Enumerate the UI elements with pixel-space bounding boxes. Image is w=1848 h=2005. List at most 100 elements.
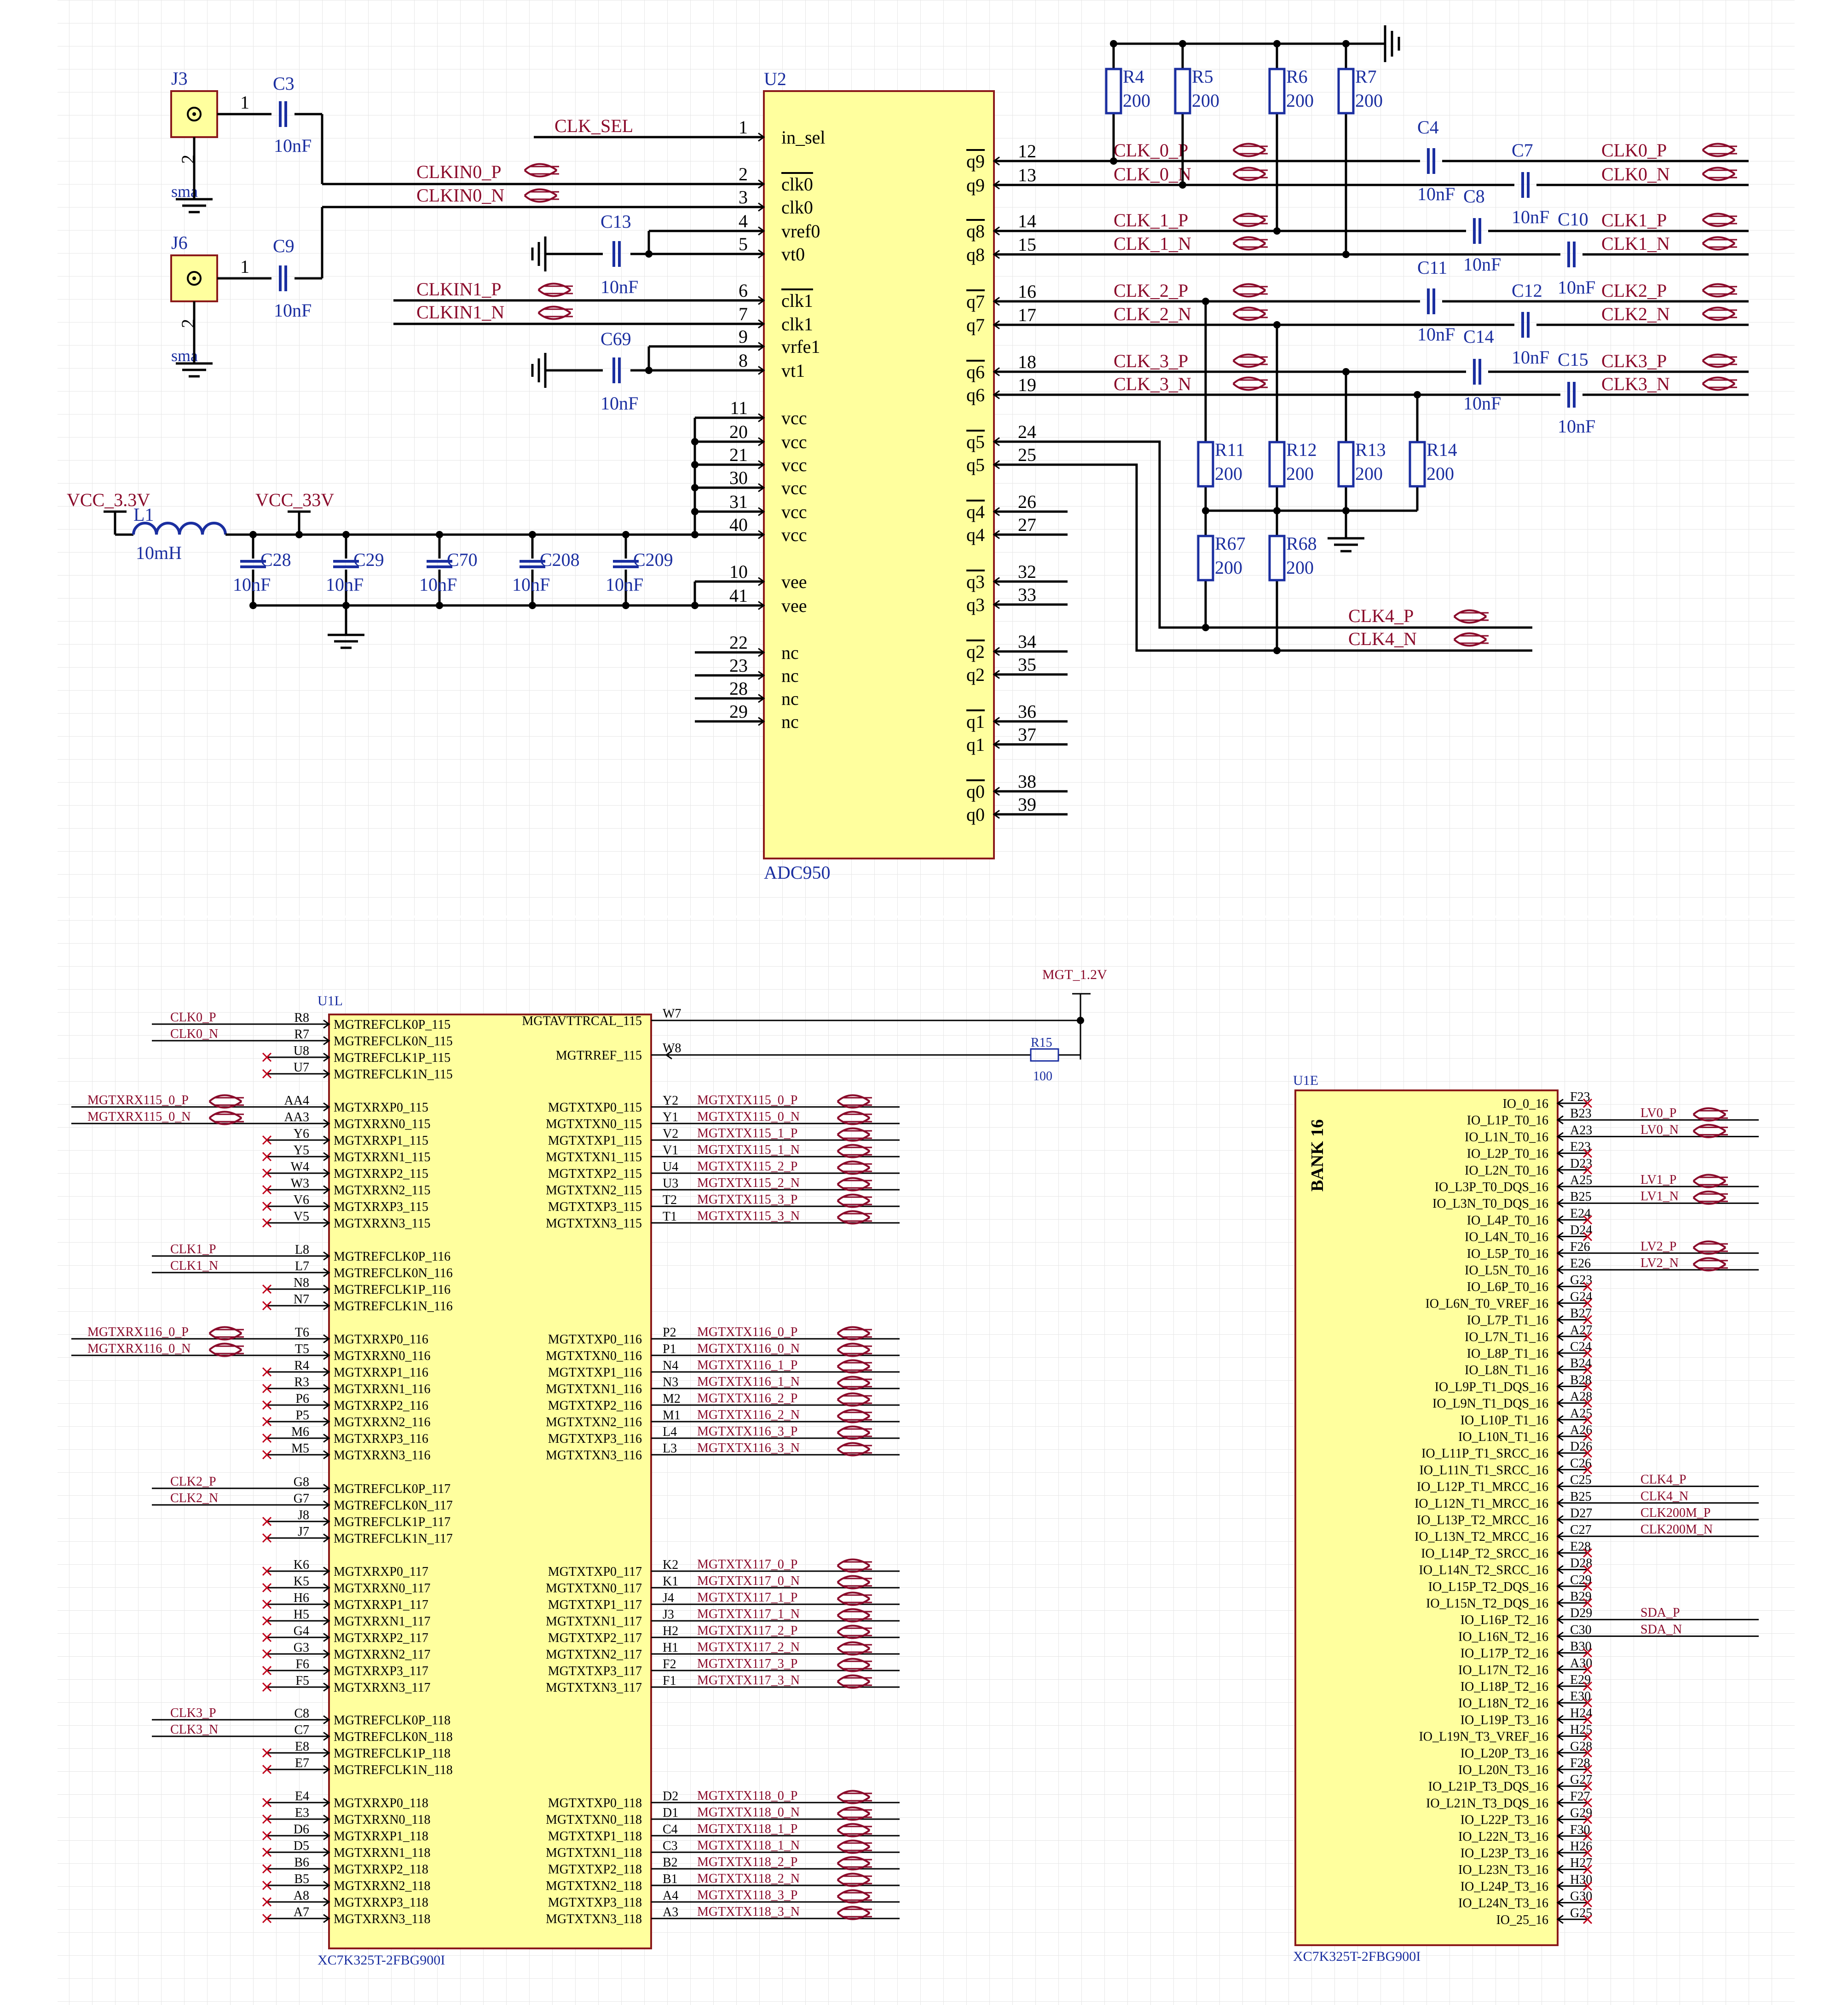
pin-name: q8 <box>966 244 985 265</box>
resistor-r14[interactable] <box>1409 441 1426 488</box>
no-connect-icon <box>262 1218 272 1228</box>
pin-arrow-icon <box>1556 1465 1564 1475</box>
pin-name: q4 <box>966 524 985 545</box>
capacitor-c28[interactable] <box>240 560 266 568</box>
net-label: CLK_1_P <box>1114 210 1188 230</box>
pin-number: M6 <box>291 1425 309 1439</box>
u2-body[interactable] <box>763 90 995 859</box>
u1l-body[interactable] <box>328 1014 652 1949</box>
pin-name: MGTXRXP1_117 <box>334 1598 428 1612</box>
inductor-l1[interactable] <box>132 522 227 535</box>
pin-number: 1 <box>240 256 249 277</box>
capacitor-c8[interactable] <box>1473 218 1481 244</box>
pin-arrow-icon <box>1556 1348 1564 1358</box>
power-vcc-33v: VCC_33V <box>255 490 334 510</box>
capacitor-c11[interactable] <box>1427 288 1435 314</box>
capacitor-c7[interactable] <box>1521 172 1530 198</box>
pin-name: MGTXTXN0_116 <box>546 1349 642 1363</box>
capacitor-c14[interactable] <box>1473 359 1481 385</box>
resistor-r67[interactable] <box>1197 535 1214 582</box>
u1e-body[interactable] <box>1294 1089 1559 1946</box>
pin-name: MGTXTXN3_116 <box>546 1448 642 1463</box>
pin-name: IO_L10P_T1_16 <box>1461 1413 1548 1428</box>
pin-name: vrfe1 <box>781 336 820 357</box>
no-connect-icon <box>1582 1731 1593 1741</box>
resistor-r11[interactable] <box>1197 441 1214 488</box>
pin-name: MGTAVTTRCAL_115 <box>522 1014 642 1028</box>
capacitor-ref: C10 <box>1558 209 1588 230</box>
capacitor-c9[interactable] <box>279 265 287 291</box>
pin-name: IO_L19N_T3_VREF_16 <box>1419 1730 1548 1744</box>
pin-name: IO_L21P_T3_DQS_16 <box>1428 1780 1548 1794</box>
capacitor-c70[interactable] <box>427 560 452 568</box>
net-label: LV1_P <box>1640 1173 1676 1187</box>
pin-number: T5 <box>295 1342 309 1356</box>
capacitor-c12[interactable] <box>1521 312 1530 338</box>
pin-arrow-icon <box>323 1367 330 1377</box>
resistor-r7[interactable] <box>1337 68 1355 115</box>
pin-arrow-icon <box>1556 1148 1564 1158</box>
capacitor-ref: C208 <box>540 549 580 570</box>
pin-arrow-icon <box>323 1881 330 1890</box>
no-connect-icon <box>1582 1315 1593 1325</box>
capacitor-value: 10nF <box>601 277 638 297</box>
diff-pair-icon <box>1232 353 1268 368</box>
resistor-r4[interactable] <box>1105 68 1122 115</box>
pin-name: IO_L6N_T0_VREF_16 <box>1425 1296 1548 1311</box>
capacitor-c13[interactable] <box>612 241 621 267</box>
connector-j3[interactable] <box>170 90 218 138</box>
junction-dot <box>1179 181 1186 189</box>
resistor-r68[interactable] <box>1268 535 1286 582</box>
capacitor-c209[interactable] <box>613 560 639 568</box>
capacitor-c4[interactable] <box>1427 148 1435 174</box>
pin-number: 37 <box>1018 724 1036 745</box>
pin-name: MGTREFCLK1P_117 <box>334 1515 450 1529</box>
net-label: LV0_P <box>1640 1106 1676 1120</box>
pin-arrow-icon <box>323 1351 330 1360</box>
pin-name: MGTXRXN0_118 <box>334 1813 431 1827</box>
pin-number: 27 <box>1018 514 1036 535</box>
junction-dot <box>529 602 536 609</box>
power-mgt-1v2: MGT_1.2V <box>1042 967 1107 982</box>
resistor-r15[interactable] <box>1030 1048 1059 1062</box>
pin-name: IO_L22P_T3_16 <box>1461 1813 1548 1827</box>
pin-name: q3 <box>966 571 985 592</box>
pin-number: C3 <box>663 1839 678 1853</box>
pin-arrow-icon <box>323 1169 330 1178</box>
capacitor-value: 10nF <box>1463 393 1501 414</box>
junction-dot <box>1110 157 1117 165</box>
pin-arrow-icon <box>1556 1731 1564 1741</box>
resistor-r12[interactable] <box>1268 441 1286 488</box>
capacitor-c15[interactable] <box>1567 382 1576 408</box>
capacitor-c3[interactable] <box>279 101 287 127</box>
pin-arrow-icon <box>758 133 765 142</box>
pin-arrow-icon <box>1556 1865 1564 1874</box>
diff-pair-icon <box>208 1094 244 1109</box>
connector-j6[interactable] <box>170 254 218 302</box>
no-connect-icon <box>262 1417 272 1427</box>
pin-arrow-icon <box>323 1251 330 1261</box>
net-label: MGTXTX116_3_N <box>697 1441 800 1455</box>
capacitor-c208[interactable] <box>520 560 545 568</box>
capacitor-c29[interactable] <box>333 560 359 568</box>
diff-pair-icon <box>1702 213 1737 227</box>
diff-pair-icon <box>837 1442 872 1457</box>
resistor-r6[interactable] <box>1268 68 1286 115</box>
pin-arrow-icon <box>323 1450 330 1459</box>
diff-pair-icon <box>1702 283 1737 298</box>
capacitor-c69[interactable] <box>612 357 621 383</box>
pin-arrow-icon <box>323 1152 330 1161</box>
pin-arrow-icon <box>1556 1265 1564 1274</box>
pin-name: MGTREFCLK1N_117 <box>334 1532 453 1546</box>
diff-pair-icon <box>1692 1240 1728 1255</box>
capacitor-c10[interactable] <box>1567 242 1576 267</box>
net-clkin0-p: CLKIN0_P <box>416 161 501 182</box>
pin-arrow-icon <box>993 180 1000 190</box>
resistor-r13[interactable] <box>1337 441 1355 488</box>
pin-name: MGTXRXN0_116 <box>334 1349 431 1363</box>
pin-number: 19 <box>1018 374 1036 395</box>
diff-pair-icon <box>837 1342 872 1357</box>
pin-arrow-icon <box>1556 1615 1564 1624</box>
resistor-r5[interactable] <box>1174 68 1191 115</box>
net-label: MGTXTX115_1_P <box>697 1126 797 1141</box>
